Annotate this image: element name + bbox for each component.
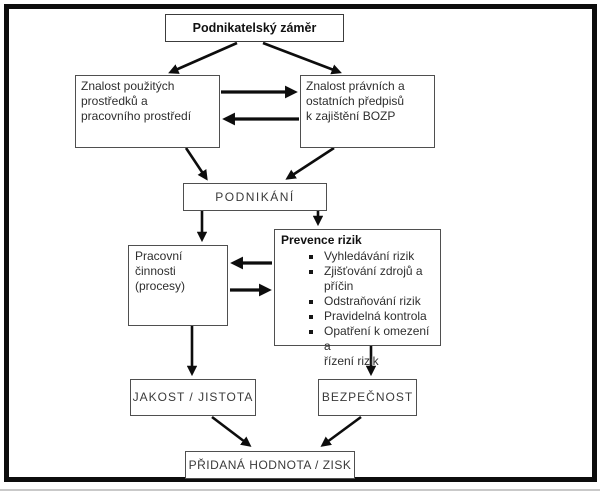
list-item: Vyhledávání rizik <box>307 249 434 264</box>
risk-prevention-list: Vyhledávání rizik Zjišťování zdrojů a př… <box>281 249 434 369</box>
node-business-plan-label: Podnikatelský záměr <box>192 20 317 35</box>
node-added-value-label: PŘIDANÁ HODNOTA / ZISK <box>188 457 352 472</box>
list-item: Opatření k omezení a řízení rizik <box>307 324 434 369</box>
node-business-label: PODNIKÁNÍ <box>215 189 295 204</box>
list-item: Pravidelná kontrola <box>307 309 434 324</box>
risk-prevention-title: Prevence rizik <box>281 233 362 247</box>
node-work-activities: Pracovní činnosti (procesy) <box>128 245 228 326</box>
list-item: Odstraňování rizik <box>307 294 434 309</box>
node-business-plan: Podnikatelský záměr <box>165 14 344 42</box>
node-safety-label: BEZPEČNOST <box>321 390 414 404</box>
node-knowledge-resources: Znalost použitých prostředků a pracovníh… <box>75 75 220 148</box>
node-knowledge-regulations: Znalost právních a ostatních předpisů k … <box>300 75 435 148</box>
node-quality: JAKOST / JISTOTA <box>130 379 256 416</box>
node-quality-label: JAKOST / JISTOTA <box>132 390 254 404</box>
list-item: Zjišťování zdrojů a příčin <box>307 264 434 294</box>
page-bottom-divider <box>0 489 600 491</box>
node-added-value: PŘIDANÁ HODNOTA / ZISK <box>185 451 355 479</box>
node-business: PODNIKÁNÍ <box>183 183 327 211</box>
node-risk-prevention: Prevence rizik Vyhledávání rizik Zjišťov… <box>274 229 441 368</box>
node-safety: BEZPEČNOST <box>318 379 417 416</box>
